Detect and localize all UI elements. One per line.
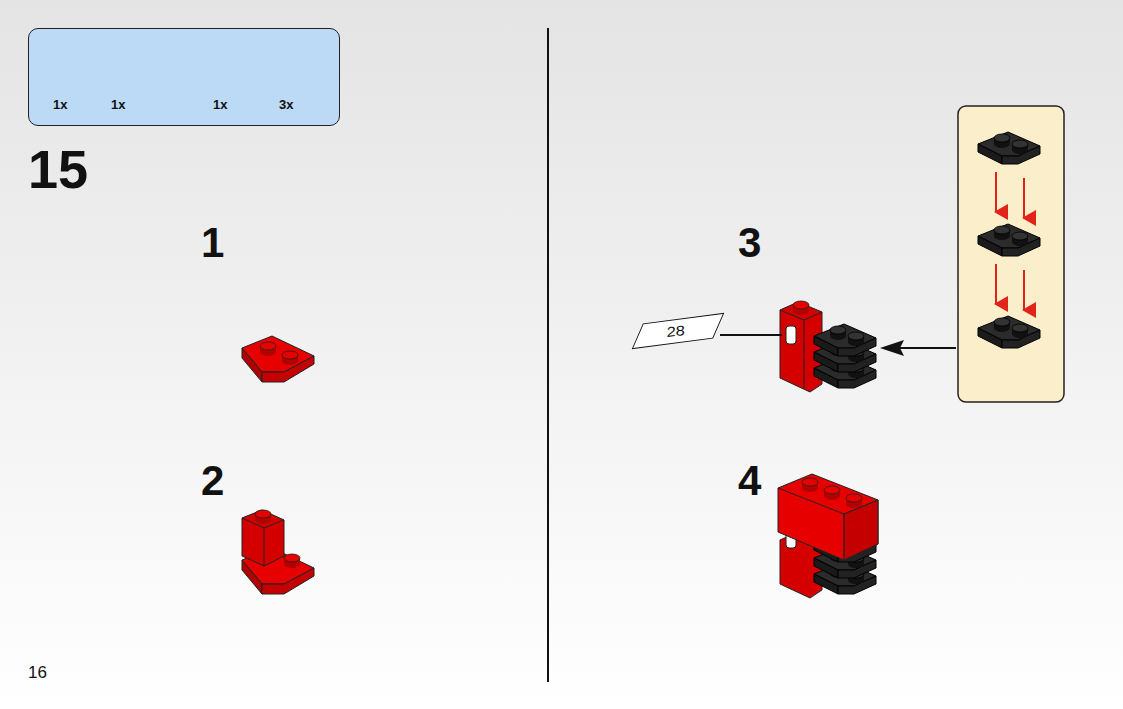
parts-list-box: 1x 1x 1x 3x bbox=[28, 28, 340, 126]
step3-assembly bbox=[720, 301, 956, 392]
divider bbox=[547, 28, 549, 682]
sub-step-number: 1 bbox=[201, 222, 224, 264]
step-number: 15 bbox=[28, 142, 88, 196]
step4-assembly bbox=[778, 474, 878, 598]
sticker: 28 bbox=[632, 313, 725, 349]
part-count: 1x bbox=[213, 97, 227, 112]
sub-step-number: 3 bbox=[738, 222, 761, 264]
sub-step-number: 2 bbox=[201, 460, 224, 502]
page-number: 16 bbox=[28, 664, 47, 681]
step1-part bbox=[242, 336, 314, 382]
part-count: 1x bbox=[111, 97, 125, 112]
step2-part bbox=[242, 510, 314, 594]
part-count: 3x bbox=[279, 97, 293, 112]
sub-step-number: 4 bbox=[738, 460, 761, 502]
sub-callout bbox=[958, 106, 1064, 402]
sticker-number: 28 bbox=[665, 322, 686, 340]
part-count: 1x bbox=[53, 97, 67, 112]
